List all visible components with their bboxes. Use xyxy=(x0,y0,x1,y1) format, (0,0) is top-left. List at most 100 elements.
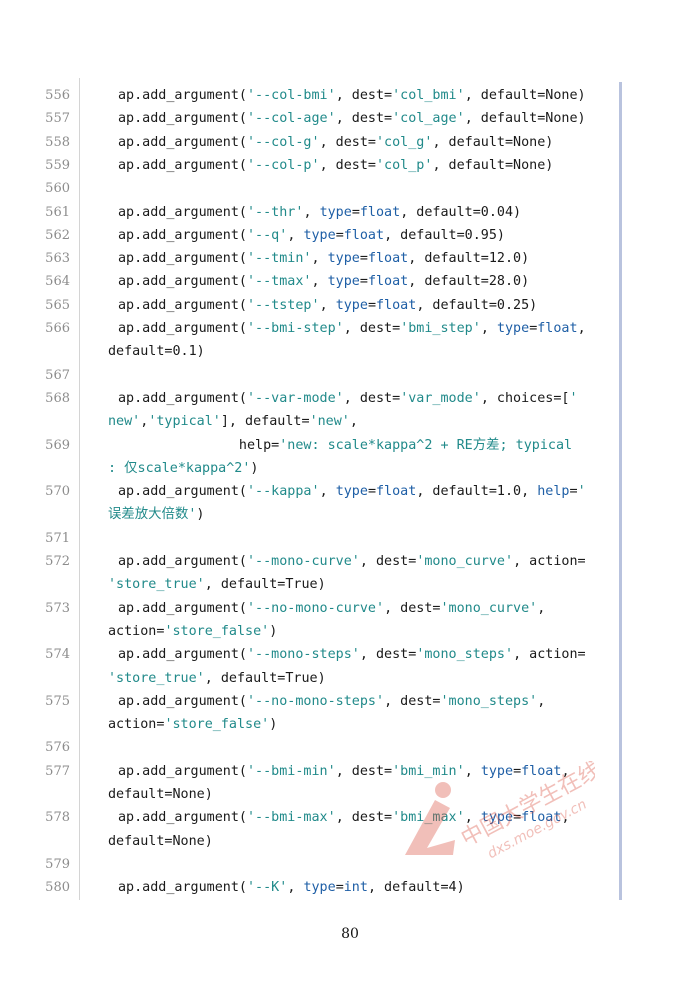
line-number: 558 xyxy=(45,134,70,150)
code-line: ap.add_argument('--col-bmi', dest='col_b… xyxy=(118,84,628,107)
code-line-continuation: default=0.1) xyxy=(108,340,618,363)
code-token: ap.add_argument( xyxy=(118,880,247,896)
keyword-token: type xyxy=(327,274,360,290)
code-token: , xyxy=(319,297,336,313)
code-token: , default=0.04) xyxy=(400,204,522,220)
string-token: '--tmin' xyxy=(247,251,312,267)
string-token: 'mono_curve' xyxy=(440,600,538,616)
code-token: , choices=[ xyxy=(480,390,570,406)
code-token: ap.add_argument( xyxy=(118,600,247,616)
line-number: 559 xyxy=(45,157,70,173)
keyword-token: type xyxy=(303,880,336,896)
string-token: '--var-mode' xyxy=(247,390,344,406)
code-line-continuation: default=None) xyxy=(108,783,618,806)
code-token: default=0.1) xyxy=(108,344,205,360)
line-number: 566 xyxy=(45,321,70,336)
keyword-token: type xyxy=(496,321,530,336)
code-line: ap.add_argument('--tstep', type=float, d… xyxy=(118,294,628,317)
code-token: , default=None) xyxy=(464,88,586,103)
code-line: ap.add_argument('--no-mono-steps', dest=… xyxy=(118,690,628,713)
line-number: 580 xyxy=(45,880,70,896)
code-line: ap.add_argument('--tmax', type=float, de… xyxy=(118,270,628,293)
code-token: , xyxy=(303,204,320,220)
code-token: = xyxy=(359,274,368,290)
string-token: 'new: scale*kappa^2 + RE方差; typical xyxy=(279,437,573,453)
code-token: = xyxy=(367,484,376,500)
string-token: ' xyxy=(577,484,586,500)
code-token: , xyxy=(537,600,546,616)
string-token: 'var_mode' xyxy=(400,390,481,406)
code-token: , xyxy=(349,414,358,430)
code-token: , dest= xyxy=(335,763,393,779)
code-token: = xyxy=(569,484,578,500)
keyword-token: type xyxy=(335,484,368,500)
code-token: ap.add_argument( xyxy=(118,390,247,406)
code-line-continuation: action='store_false') xyxy=(108,620,618,643)
keyword-token: type xyxy=(335,297,368,313)
code-token: , default=True) xyxy=(204,670,326,686)
code-line-continuation: 'store_true', default=True) xyxy=(108,573,618,596)
code-token: ) xyxy=(250,460,259,476)
keyword-token: float xyxy=(359,204,401,220)
code-token: , xyxy=(287,227,304,243)
string-token: 'mono_curve' xyxy=(416,554,514,569)
code-token: = xyxy=(351,204,360,220)
code-token: ap.add_argument( xyxy=(118,554,247,569)
code-token: = xyxy=(367,297,376,313)
code-line: ap.add_argument('--bmi-max', dest='bmi_m… xyxy=(118,806,628,829)
string-token: 'store_false' xyxy=(164,623,270,639)
code-token: , dest= xyxy=(384,600,441,616)
line-number: 579 xyxy=(45,856,70,872)
keyword-token: float xyxy=(521,763,562,779)
code-token: , dest= xyxy=(343,321,401,336)
code-token: = xyxy=(529,321,538,336)
string-token: 'col_p' xyxy=(376,157,433,173)
keyword-token: float xyxy=(367,251,409,267)
line-number: 561 xyxy=(45,204,70,220)
keyword-token: int xyxy=(343,880,368,896)
code-token: ap.add_argument( xyxy=(118,810,247,826)
code-line: ap.add_argument('--no-mono-curve', dest=… xyxy=(118,597,628,620)
line-number: 557 xyxy=(45,111,70,127)
code-line: ap.add_argument('--mono-steps', dest='mo… xyxy=(118,643,628,666)
code-token: ap.add_argument( xyxy=(118,111,247,127)
code-token: = xyxy=(359,251,368,267)
code-token: ap.add_argument( xyxy=(118,484,247,500)
gutter-divider xyxy=(79,78,80,900)
line-number: 575 xyxy=(45,693,70,709)
line-number: 578 xyxy=(45,810,70,826)
line-number: 573 xyxy=(45,600,70,616)
page-number: 80 xyxy=(341,926,359,942)
keyword-token: float xyxy=(521,810,562,826)
code-line: ap.add_argument('--bmi-min', dest='bmi_m… xyxy=(118,760,628,783)
string-token: new' xyxy=(108,414,141,430)
code-token: , default=True) xyxy=(204,577,326,593)
code-line-continuation: 'store_true', default=True) xyxy=(108,667,618,690)
code-token: , action= xyxy=(513,647,586,663)
code-token: ap.add_argument( xyxy=(118,251,247,267)
code-line: ap.add_argument('--K', type=int, default… xyxy=(118,876,628,899)
code-token: ap.add_argument( xyxy=(118,321,247,336)
line-number: 562 xyxy=(45,227,70,243)
string-token: '--no-mono-steps' xyxy=(247,693,385,709)
code-token: ap.add_argument( xyxy=(118,297,247,313)
code-line: ap.add_argument('--tmin', type=float, de… xyxy=(118,247,628,270)
string-token: '--K' xyxy=(247,880,288,896)
code-line-continuation: default=None) xyxy=(108,830,618,853)
line-number: 567 xyxy=(45,367,70,383)
code-token: , default=None) xyxy=(432,157,554,173)
code-token: ap.add_argument( xyxy=(118,647,247,663)
line-number: 568 xyxy=(45,390,70,406)
code-token: , action= xyxy=(513,554,586,569)
code-token: , default=4) xyxy=(367,880,465,896)
string-token: 误差放大倍数' xyxy=(108,507,197,523)
string-token: '--kappa' xyxy=(247,484,320,500)
code-token: , xyxy=(561,810,570,826)
code-token: , dest= xyxy=(384,693,441,709)
string-token: '--mono-steps' xyxy=(247,647,360,663)
string-token: 'col_g' xyxy=(376,134,433,150)
code-token: , dest= xyxy=(359,554,417,569)
code-token: ], default= xyxy=(220,414,310,430)
code-token: , default=0.25) xyxy=(416,297,538,313)
string-token: 'mono_steps' xyxy=(416,647,514,663)
